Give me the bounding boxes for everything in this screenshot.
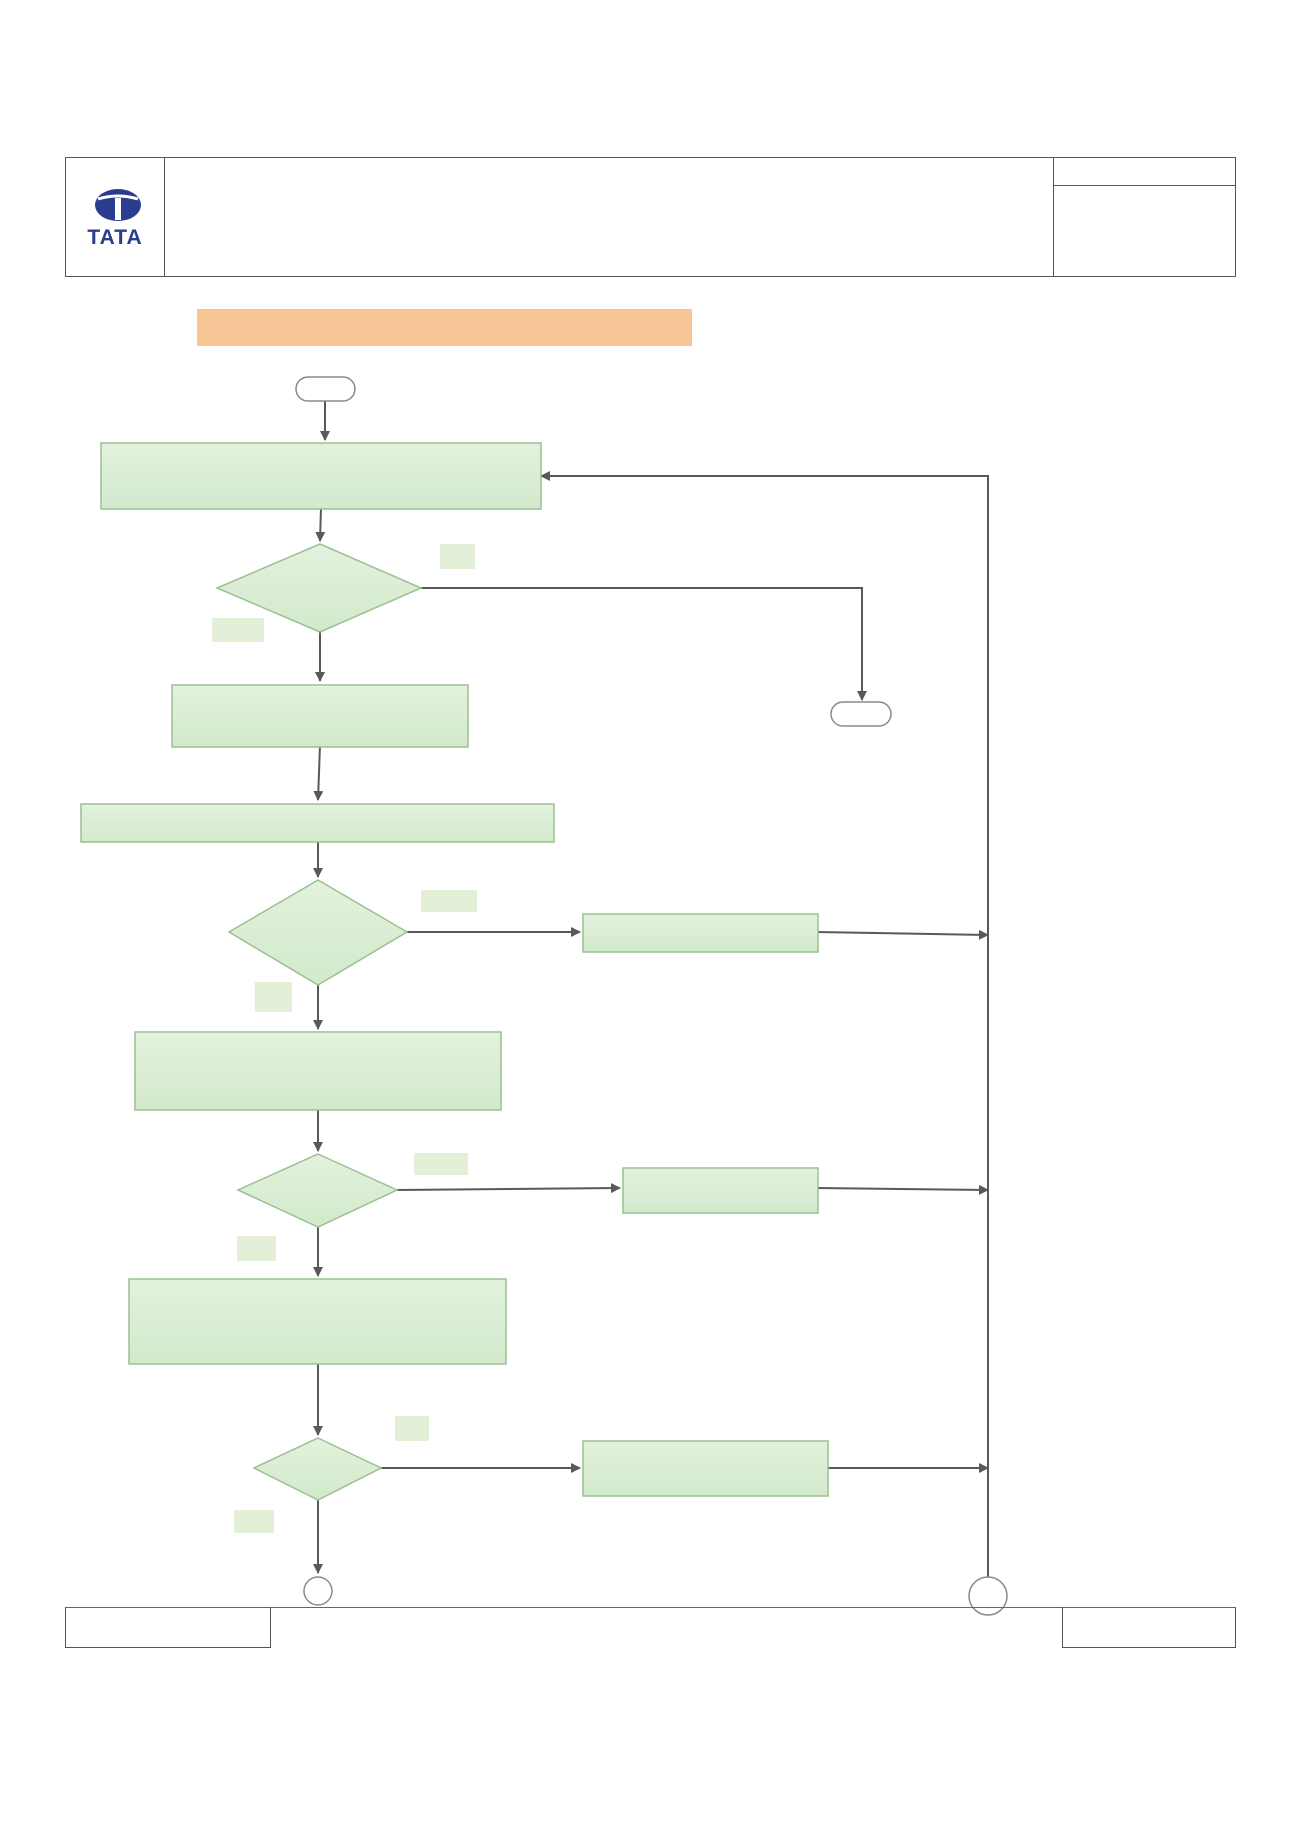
decision-diamond-2 bbox=[227, 879, 409, 986]
branch-label-tag-7 bbox=[395, 1416, 429, 1441]
decision-diamond-1 bbox=[215, 543, 423, 633]
arrow-step2-to-step3 bbox=[313, 744, 324, 801]
branch-label-tag-8 bbox=[234, 1510, 274, 1533]
branch-label-tag-3 bbox=[421, 890, 477, 912]
side-process-box-3 bbox=[582, 1440, 829, 1497]
footer-right-box bbox=[1062, 1607, 1236, 1648]
arrow-step1-to-decision1 bbox=[315, 507, 326, 542]
arrow-side2-to-return bbox=[815, 1184, 989, 1195]
process-box-5 bbox=[128, 1278, 507, 1365]
header-logo-cell bbox=[65, 157, 165, 277]
start-terminal bbox=[295, 376, 356, 402]
arrow-decision1-to-end bbox=[421, 587, 867, 701]
process-box-3 bbox=[80, 803, 555, 843]
connectors bbox=[313, 401, 989, 1577]
branch-label-tag-1 bbox=[440, 544, 475, 569]
title-bar bbox=[197, 309, 692, 346]
return-loop-line bbox=[540, 471, 989, 1577]
arrow-decision3-to-side2 bbox=[396, 1183, 621, 1194]
header-right-cell bbox=[1053, 157, 1236, 277]
decision-diamond-4 bbox=[252, 1437, 383, 1501]
decision-diamond-3 bbox=[236, 1153, 399, 1228]
branch-label-tag-6 bbox=[237, 1236, 276, 1261]
footer-line bbox=[65, 1607, 1236, 1608]
side-process-box-2 bbox=[622, 1167, 819, 1214]
process-box-4 bbox=[134, 1031, 502, 1111]
footer-left-box bbox=[65, 1607, 271, 1648]
branch-label-tag-2 bbox=[212, 618, 264, 642]
end-terminal bbox=[830, 701, 892, 727]
process-box-2 bbox=[171, 684, 469, 748]
arrow-side1-to-return bbox=[815, 929, 989, 940]
side-process-box-1 bbox=[582, 913, 819, 953]
branch-label-tag-5 bbox=[414, 1153, 468, 1175]
branch-label-tag-4 bbox=[255, 982, 292, 1012]
logo-wordmark: TATA bbox=[87, 226, 143, 249]
offpage-connector-left bbox=[303, 1576, 333, 1606]
process-box-1 bbox=[100, 442, 542, 510]
header-frame bbox=[65, 157, 1236, 277]
tata-logo-icon bbox=[95, 189, 141, 221]
offpage-connector-right bbox=[968, 1576, 1008, 1616]
header-right-divider bbox=[1053, 185, 1236, 186]
